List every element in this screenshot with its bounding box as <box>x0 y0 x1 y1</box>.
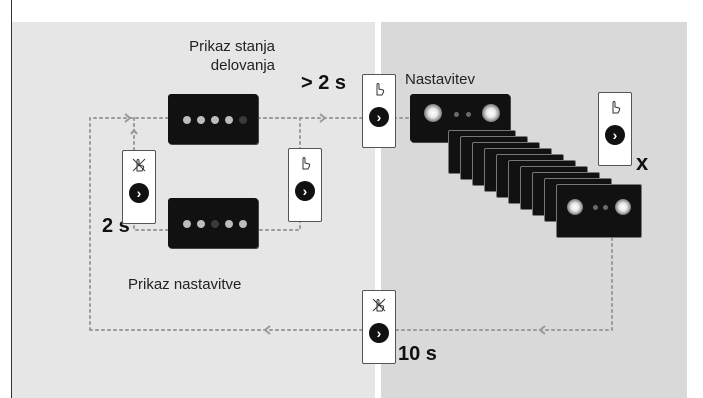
status-display-label: Prikaz stanja delovanja <box>165 37 275 75</box>
path-bottom-right <box>393 237 613 331</box>
led-3 <box>211 116 219 124</box>
hand-press-icon <box>612 100 621 114</box>
hand-press-icon <box>302 156 311 170</box>
glow-led-1 <box>567 199 583 215</box>
left-border <box>11 0 12 398</box>
multiplier-x: x <box>636 150 649 175</box>
press-button-card-top[interactable]: › <box>362 74 396 148</box>
panel-divider <box>375 22 381 398</box>
glow-led-1 <box>424 104 442 122</box>
no-press-card-left: › <box>122 150 156 224</box>
chevron-right-button-icon[interactable]: › <box>369 107 389 127</box>
press-button-card-middle[interactable]: › <box>288 148 322 222</box>
led-2 <box>197 220 205 228</box>
glow-led-4 <box>615 199 631 215</box>
path-left-outer-top <box>89 117 169 331</box>
led-5 <box>239 220 247 228</box>
led-4 <box>225 116 233 124</box>
led-3 <box>603 205 608 210</box>
arrow-up-1 <box>130 128 138 135</box>
hand-crossed-icon <box>132 158 146 172</box>
led-2 <box>454 112 459 117</box>
hand-crossed-icon <box>372 298 386 312</box>
arrow-right-1 <box>124 113 132 123</box>
led-4 <box>225 220 233 228</box>
timing-over-2s: > 2 s <box>301 72 347 94</box>
timing-10s: 10 s <box>398 343 437 365</box>
no-press-card-bottom: › <box>362 290 396 364</box>
led-1 <box>183 116 191 124</box>
settings-label: Nastavitev <box>405 71 476 88</box>
arrow-left-1 <box>263 325 271 335</box>
stack-card-front <box>556 184 642 238</box>
chevron-right-button-icon[interactable]: › <box>295 181 315 201</box>
led-2 <box>197 116 205 124</box>
led-1 <box>183 220 191 228</box>
device-settings-display <box>168 198 258 248</box>
press-button-card-right[interactable]: › <box>598 92 632 166</box>
status-display-line1: Prikaz stanja <box>189 38 275 55</box>
led-3 <box>466 112 471 117</box>
chevron-right-button-icon: › <box>369 323 389 343</box>
chevron-right-button-icon: › <box>129 183 149 203</box>
device-status-display <box>168 94 258 144</box>
led-2 <box>593 205 598 210</box>
glow-led-4 <box>482 104 500 122</box>
arrow-right-2 <box>319 113 327 123</box>
arrow-left-2 <box>538 325 546 335</box>
led-5 <box>239 116 247 124</box>
hand-press-icon <box>376 82 385 96</box>
chevron-right-button-icon[interactable]: › <box>605 125 625 145</box>
led-3 <box>211 220 219 228</box>
status-display-line2: delovanja <box>210 57 275 74</box>
settings-display-label: Prikaz nastavitve <box>128 276 242 293</box>
